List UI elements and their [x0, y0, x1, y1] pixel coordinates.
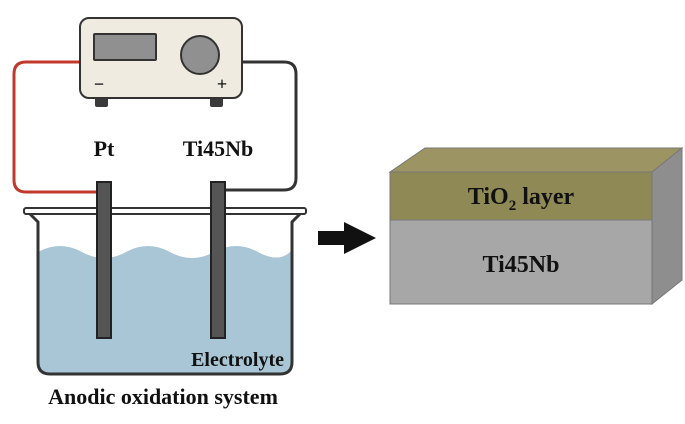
- substrate-label: Ti45Nb: [483, 252, 560, 278]
- oxide-layer-label: TiO2 layer: [468, 184, 575, 214]
- oxide-layer-prefix: TiO: [468, 184, 509, 210]
- right-arrow-icon: [318, 222, 376, 254]
- block-top-face: [388, 147, 684, 173]
- layered-block: TiO2 layer Ti45Nb: [388, 146, 684, 306]
- pt-electrode: [96, 181, 112, 339]
- power-supply-display: [93, 33, 157, 61]
- knob-icon: [180, 35, 220, 75]
- substrate-layer: [390, 220, 652, 304]
- oxide-layer-subscript: 2: [509, 198, 517, 214]
- oxide-layer-suffix: layer: [516, 184, 574, 210]
- system-caption: Anodic oxidation system: [48, 384, 278, 409]
- electrolyte-label: Electrolyte: [191, 349, 284, 371]
- oxide-layer: [390, 172, 652, 220]
- electrode-right-label: Ti45Nb: [183, 136, 254, 161]
- beaker-rim: [23, 207, 307, 215]
- block-side-face: [651, 146, 683, 306]
- ti45nb-electrode: [210, 181, 226, 339]
- positive-terminal-label: +: [217, 74, 227, 94]
- negative-terminal-label: −: [94, 74, 104, 94]
- electrode-left-label: Pt: [94, 136, 115, 161]
- power-supply: − +: [79, 17, 243, 107]
- beaker-outline: [24, 208, 306, 376]
